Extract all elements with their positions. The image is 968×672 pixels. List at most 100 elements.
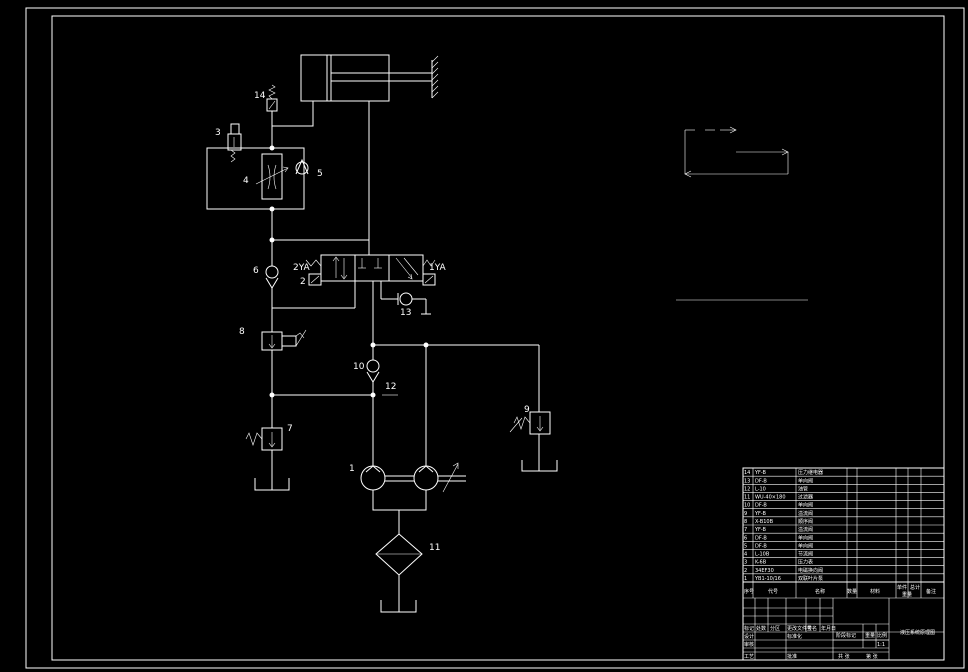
part-row-name: 单向阀 — [798, 477, 813, 484]
part-row-no: 9 — [744, 511, 747, 517]
part-row-no: 4 — [744, 552, 747, 558]
part-row-code: 34EF30 — [755, 568, 774, 574]
hydraulic-cylinder — [300, 54, 439, 102]
stage-label: 阶段标记 — [836, 632, 856, 639]
pressure-relay — [266, 84, 278, 148]
callout-14: 14 — [254, 91, 266, 101]
action-cycle-diagram — [684, 126, 789, 178]
check-valve-6 — [265, 265, 279, 332]
sheets-label: 共 张 — [838, 653, 850, 660]
solenoid-2ya: 2YA — [293, 263, 311, 273]
callout-5: 5 — [317, 169, 323, 179]
part-row-name: 顺序阀 — [798, 518, 813, 525]
part-row-code: WU-40×180 — [755, 495, 786, 501]
inner-frame — [51, 15, 945, 661]
callout-6: 6 — [253, 266, 259, 276]
callout-3: 3 — [215, 128, 221, 138]
sign-date: 年月日 — [821, 625, 836, 632]
header-weight: 重量 — [902, 591, 912, 598]
part-row-no: 13 — [744, 478, 750, 484]
callout-13: 13 — [400, 308, 411, 318]
sign-count: 处数 — [756, 625, 766, 632]
header-qty: 数量 — [847, 588, 857, 595]
sign-design: 设计 — [744, 633, 754, 640]
part-row-code: YF-B — [754, 527, 767, 533]
part-row-name: 溢流阀 — [798, 510, 813, 517]
part-row-no: 2 — [744, 568, 747, 574]
throttle-valve-block — [206, 145, 309, 212]
part-row-name: 过滤器 — [798, 494, 813, 501]
oil-filter — [375, 533, 423, 613]
callout-1: 1 — [349, 464, 355, 474]
part-row-no: 7 — [744, 527, 747, 533]
sign-approve: 批准 — [787, 653, 797, 660]
callout-8: 8 — [239, 327, 245, 337]
part-row-name: 压力继电器 — [798, 469, 823, 476]
part-row-name: 电磁换向阀 — [798, 567, 823, 574]
sign-review: 审核 — [744, 641, 754, 648]
part-row-code: X-B10B — [755, 519, 774, 525]
callout-12: 12 — [385, 382, 396, 392]
part-row-name: 压力表 — [798, 559, 813, 566]
part-row-code: YF-B — [754, 511, 767, 517]
part-row-name: 溢流阀 — [798, 526, 813, 533]
header-remark: 备注 — [926, 588, 936, 595]
header-material: 材料 — [870, 588, 880, 595]
sheet-label: 第 张 — [866, 653, 878, 660]
header-unit-weight: 单件 — [897, 584, 907, 591]
header-total-weight: 总计 — [910, 584, 920, 591]
solenoid-1ya: 1YA — [429, 263, 447, 273]
part-row-no: 12 — [744, 486, 750, 492]
sign-process: 工艺 — [744, 654, 754, 660]
check-valve-13 — [397, 292, 431, 315]
pressure-gauge — [227, 123, 272, 163]
relief-valve-9 — [509, 345, 558, 472]
part-row-code: DF-B — [755, 503, 767, 509]
part-row-code: DF-B — [755, 543, 767, 549]
callout-10: 10 — [353, 362, 365, 372]
part-row-code: L-10 — [755, 486, 766, 492]
weight-label: 重量 — [865, 632, 875, 639]
part-row-no: 10 — [744, 503, 750, 509]
part-row-name: 双联叶片泵 — [798, 575, 823, 582]
part-row-no: 3 — [744, 560, 747, 566]
drawing-title: 液压系统原理图 — [900, 629, 935, 636]
part-row-name: 单向阀 — [798, 502, 813, 509]
outer-frame — [25, 7, 965, 669]
sign-standard: 标准化 — [787, 633, 802, 640]
scale-label: 比例 — [877, 632, 887, 639]
part-row-code: YB1-10/16 — [754, 576, 781, 582]
header-name: 名称 — [815, 588, 825, 595]
sign-signature: 签名 — [807, 625, 817, 632]
double-vane-pump — [360, 462, 466, 534]
check-valve-10 — [366, 340, 380, 466]
part-row-no: 8 — [744, 519, 747, 525]
header-no: 序号 — [744, 588, 754, 595]
part-row-name: 单向阀 — [798, 534, 813, 541]
part-row-name: 节流阀 — [798, 551, 813, 558]
part-row-name: 油管 — [798, 485, 808, 492]
part-row-code: DF-B — [755, 535, 767, 541]
part-row-code: K-6B — [755, 560, 767, 566]
callout-11: 11 — [429, 543, 440, 553]
part-row-no: 6 — [744, 535, 747, 541]
directional-valve — [272, 240, 436, 340]
part-row-no: 14 — [744, 470, 750, 476]
callout-7: 7 — [287, 424, 293, 434]
sequence-valve — [261, 329, 307, 395]
part-row-code: DF-B — [755, 478, 767, 484]
sign-mark: 标记 — [744, 625, 754, 632]
sign-zone: 分区 — [770, 625, 780, 632]
callout-4: 4 — [243, 176, 249, 186]
callout-9: 9 — [524, 405, 530, 415]
part-row-code: L-10B — [755, 552, 770, 558]
header-code: 代号 — [768, 588, 778, 595]
part-row-name: 单向阀 — [798, 542, 813, 549]
sign-doc-no: 更改文件号 — [787, 625, 812, 632]
part-row-no: 1 — [744, 576, 747, 582]
callout-2: 2 — [300, 277, 306, 287]
part-row-no: 11 — [744, 495, 750, 501]
